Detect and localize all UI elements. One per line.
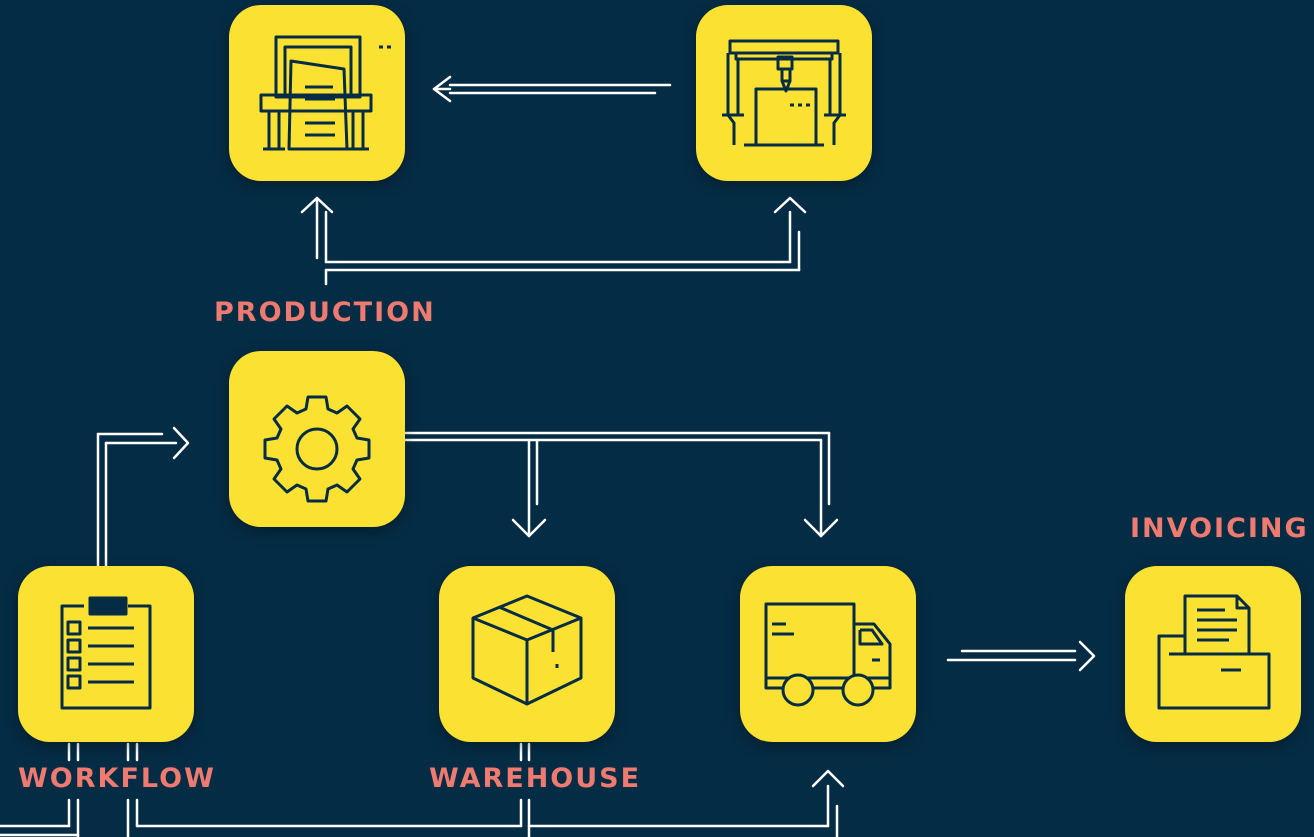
plotter-printer-icon bbox=[259, 35, 391, 151]
arrow-workflow-to-production bbox=[96, 426, 190, 568]
clipboard-checklist-icon bbox=[60, 596, 152, 710]
bottom-return-lines bbox=[0, 742, 845, 837]
gear-icon bbox=[263, 395, 371, 503]
package-box-icon bbox=[471, 594, 583, 706]
arrow-truck-to-invoicing bbox=[946, 640, 1096, 672]
arrows-production-outputs bbox=[402, 431, 839, 538]
warehouse-tile bbox=[439, 566, 615, 742]
invoice-folder-icon bbox=[1157, 594, 1271, 710]
invoicing-tile bbox=[1125, 566, 1301, 742]
workflow-tile bbox=[18, 566, 194, 742]
delivery-truck-icon bbox=[764, 602, 892, 707]
plotter-printer-tile bbox=[229, 5, 405, 181]
production-label: PRODUCTION bbox=[214, 297, 436, 328]
warehouse-label: WAREHOUSE bbox=[429, 763, 642, 794]
cnc-machine-icon bbox=[722, 39, 846, 147]
loop-production-pair bbox=[300, 196, 807, 286]
delivery-tile bbox=[740, 566, 916, 742]
cnc-machine-tile bbox=[696, 5, 872, 181]
arrow-machine-to-plotter bbox=[432, 75, 672, 103]
production-tile bbox=[229, 351, 405, 527]
workflow-label: WORKFLOW bbox=[18, 763, 216, 794]
invoicing-label: INVOICING bbox=[1130, 513, 1309, 544]
